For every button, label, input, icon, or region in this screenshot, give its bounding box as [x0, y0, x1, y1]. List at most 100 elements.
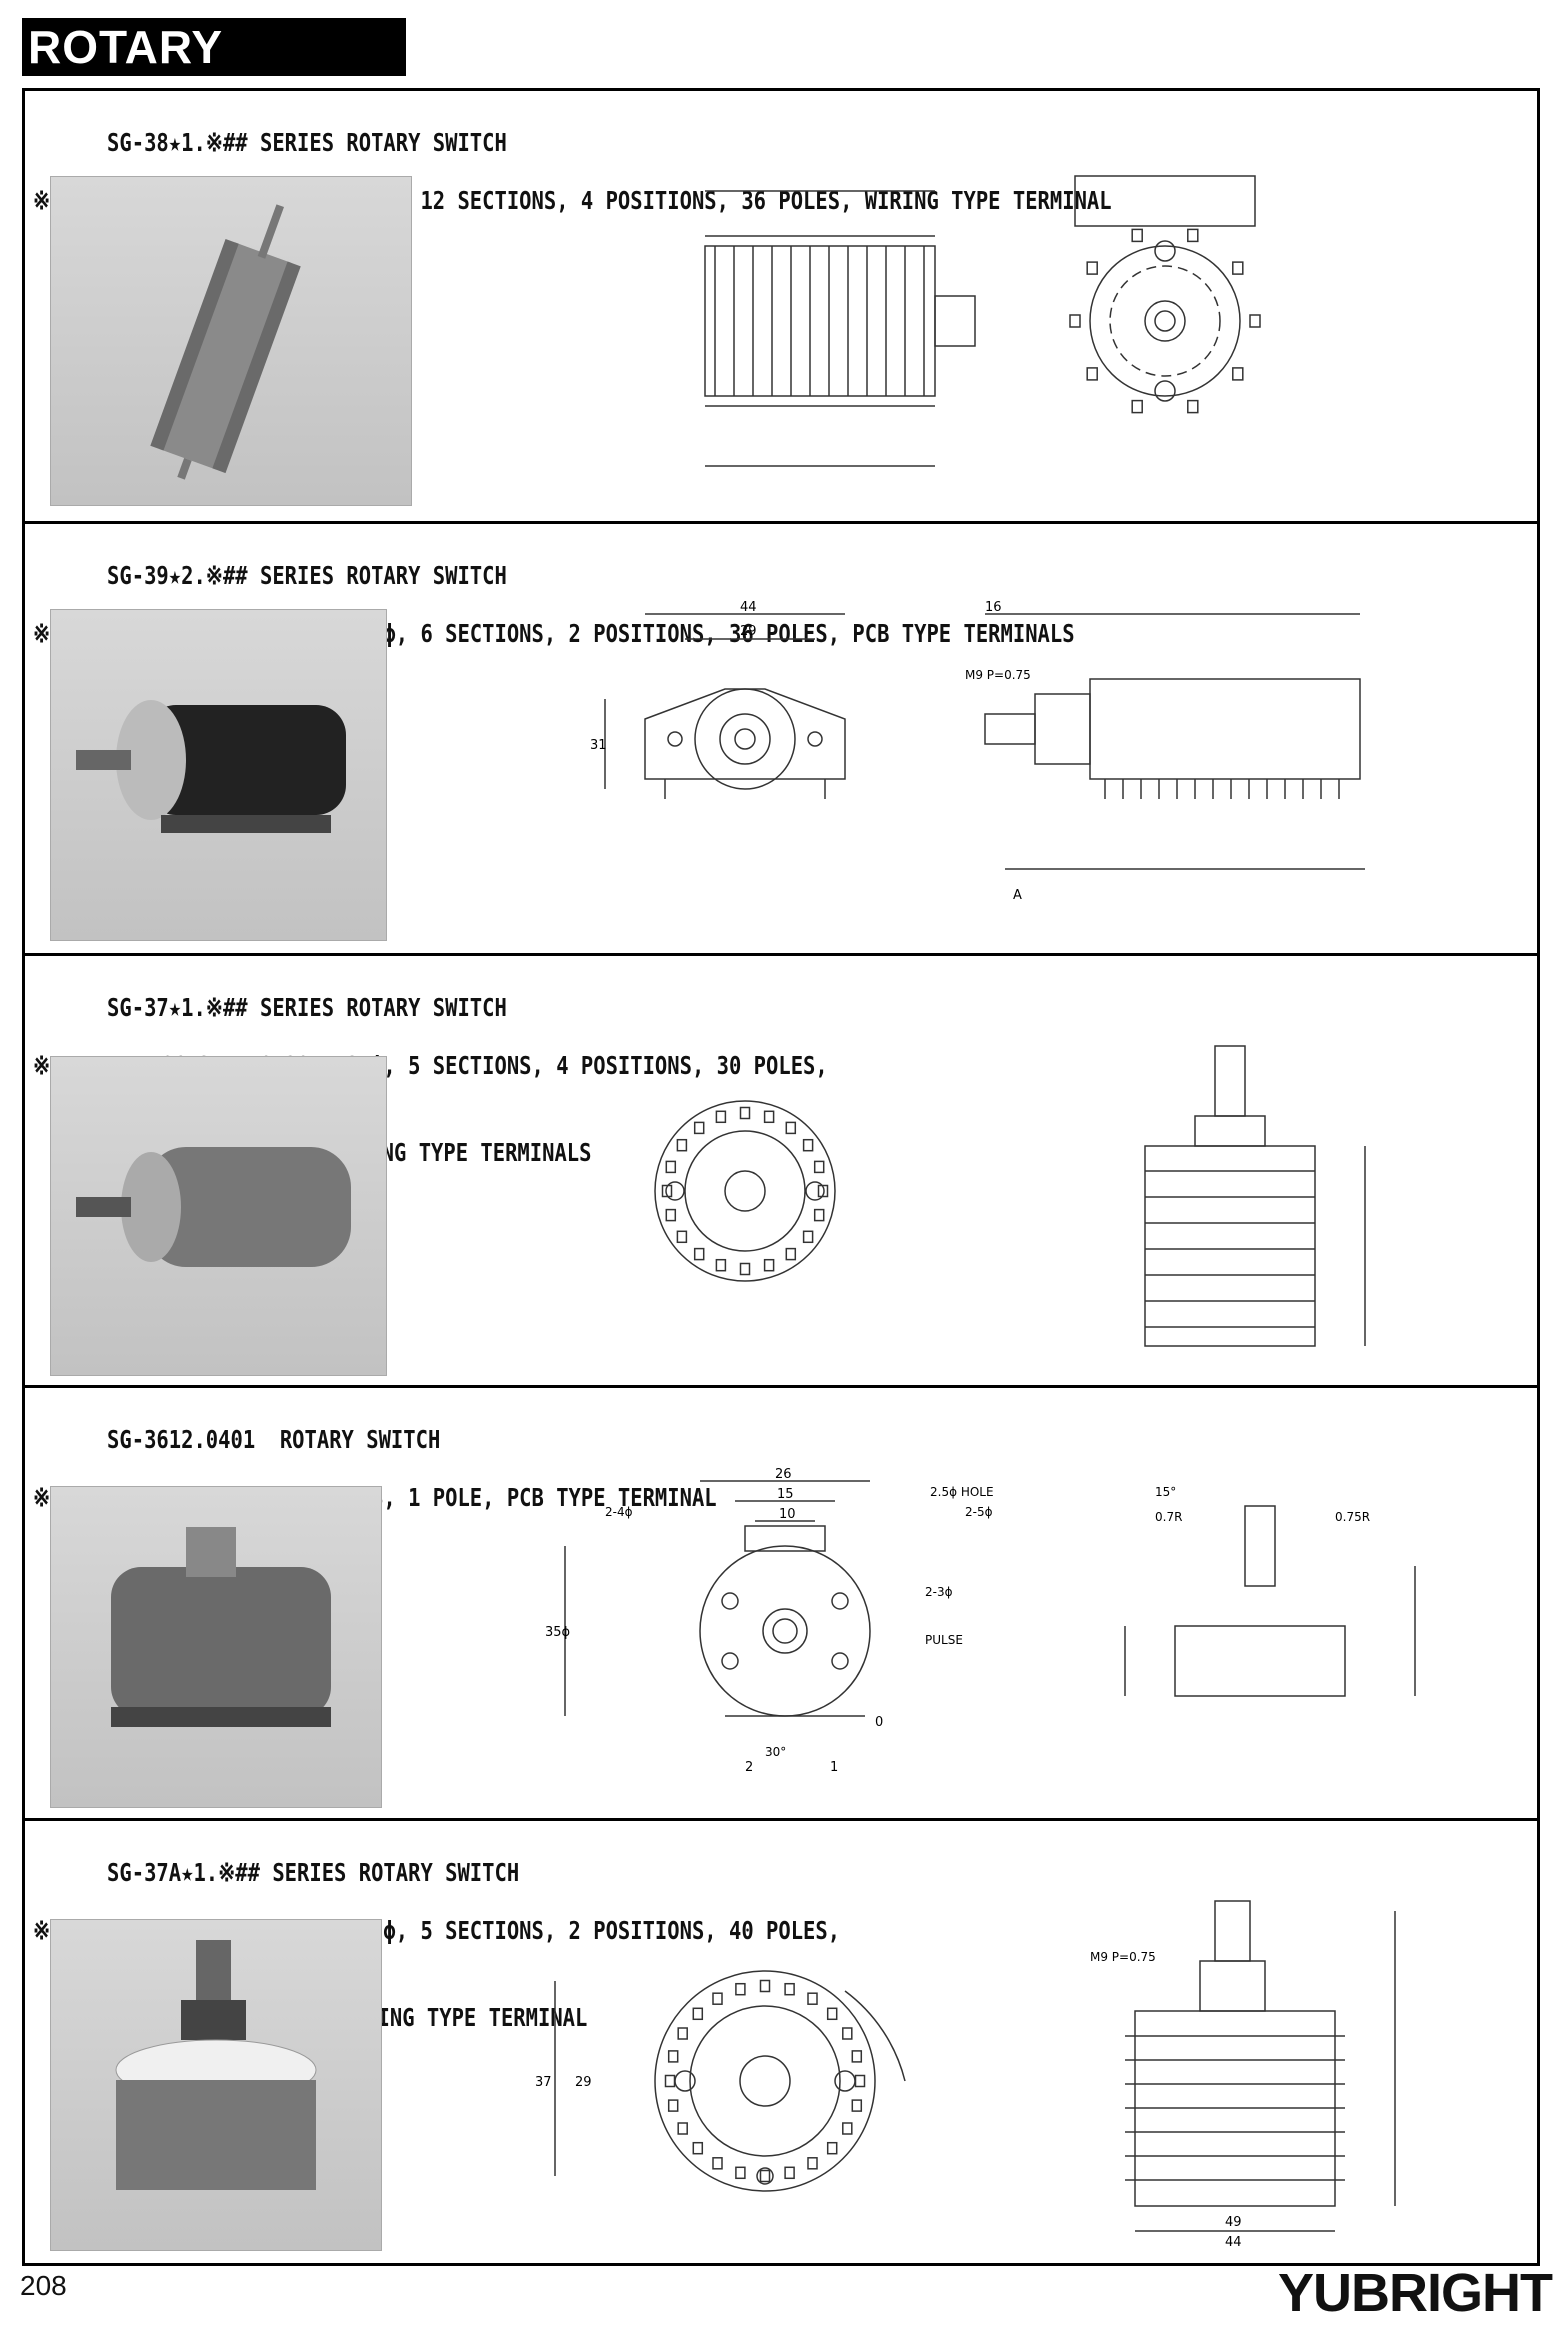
- terminal-tab: [1131, 399, 1143, 414]
- terminal-tab: [759, 2169, 771, 2183]
- dim-width-44: 44: [1225, 2235, 1242, 2250]
- terminal-tab: [667, 2099, 679, 2112]
- terminal-tab: [807, 2157, 818, 2170]
- product-photo: [50, 1056, 387, 1376]
- terminal-tab: [1232, 367, 1244, 381]
- terminal-tab: [1187, 399, 1199, 414]
- terminal-tab: [1086, 261, 1098, 275]
- position-1: 1: [830, 1760, 838, 1775]
- dim-width-15: 15: [777, 1487, 794, 1502]
- terminal-tab: [1069, 314, 1081, 328]
- terminal-tab: [692, 2007, 704, 2021]
- terminal-tab: [1232, 261, 1244, 275]
- terminal-tab: [763, 1258, 775, 1272]
- dim-length-16: 16: [985, 600, 1002, 615]
- terminal-tab: [817, 1184, 829, 1198]
- terminal-tab: [854, 2074, 866, 2088]
- terminal-tab: [785, 1247, 797, 1261]
- section-sg3612: SG-3612.0401 ROTARY SWITCH ※36ϕ, 1 SECTI…: [25, 1388, 1537, 1821]
- terminal-tab: [677, 2122, 688, 2135]
- terminal-tab: [693, 1121, 705, 1135]
- section-sg38: SG-38★1.※## SERIES ROTARY SWITCH ※EXAMPL…: [25, 91, 1537, 524]
- terminal-tab: [842, 2027, 853, 2040]
- terminal-tab: [784, 1982, 795, 1996]
- dim-thread-label: M9 P=0.75: [1090, 1950, 1156, 1964]
- terminal-tab: [693, 1247, 705, 1261]
- front-view-drawing: 44 29 31: [590, 600, 846, 799]
- terminal-tab: [665, 1208, 677, 1222]
- dim-thread-label: M9 P=0.75: [965, 668, 1031, 682]
- terminal-tab: [676, 1138, 688, 1152]
- dim-width-44: 44: [740, 600, 757, 615]
- terminal-tab: [715, 1110, 727, 1124]
- dim-width-49: 49: [1225, 2215, 1242, 2230]
- side-view-drawing: 49 44 M9 P=0.75: [1090, 1900, 1396, 2250]
- terminal-tab: [826, 2141, 838, 2155]
- section-sg37: SG-37★1.※## SERIES ROTARY SWITCH ※EXAMPL…: [25, 956, 1537, 1388]
- product-photo: [50, 176, 412, 506]
- dim-width-10: 10: [779, 1507, 796, 1522]
- switch-photo-image: [111, 1527, 331, 1727]
- terminal-tab: [664, 2074, 676, 2088]
- terminal-tab: [712, 1992, 723, 2005]
- series-title: SG-38★1.※## SERIES ROTARY SWITCH: [107, 128, 507, 157]
- label-2-4-hole: 2-4ϕ: [605, 1505, 633, 1519]
- terminal-tab: [735, 1982, 746, 1996]
- position-0: 0: [875, 1715, 883, 1730]
- dim-height-29: 29: [575, 2075, 592, 2090]
- terminal-tab: [785, 1121, 797, 1135]
- section-sg39: SG-39★2.※## SERIES ROTARY SWITCH ※EXAMPL…: [25, 524, 1537, 956]
- terminal-tab: [784, 2166, 795, 2180]
- dim-dia-35: 35ϕ: [545, 1625, 570, 1640]
- product-photo: [50, 1486, 382, 1808]
- switch-photo-image: [115, 1940, 317, 2190]
- terminal-tab: [842, 2122, 853, 2135]
- terminal-tab: [802, 1138, 814, 1152]
- terminal-tab: [826, 2007, 838, 2021]
- section-sg37a: SG-37A★1.※## SERIES ROTARY SWITCH ※EXAMP…: [25, 1821, 1537, 2263]
- switch-photo-image: [150, 204, 301, 480]
- series-title: SG-39★2.※## SERIES ROTARY SWITCH: [107, 561, 507, 590]
- terminal-tab: [802, 1230, 814, 1244]
- front-view-drawing: 37 29: [535, 1970, 906, 2192]
- series-title: SG-37★1.※## SERIES ROTARY SWITCH: [107, 993, 507, 1022]
- catalog-frame: SG-38★1.※## SERIES ROTARY SWITCH ※EXAMPL…: [22, 88, 1540, 2266]
- terminal-tab: [712, 2157, 723, 2170]
- position-2: 2: [745, 1760, 753, 1775]
- series-title: SG-3612.0401 ROTARY SWITCH: [107, 1425, 441, 1454]
- terminal-tab: [1187, 228, 1199, 243]
- label-2-5-phi: 2-5ϕ: [965, 1505, 993, 1519]
- front-view-drawing: 26 15 10 35ϕ 2-4ϕ 2.5ϕ HOLE 2-5ϕ 2-3ϕ PU…: [545, 1467, 994, 1775]
- terminal-tab: [661, 1184, 673, 1198]
- terminal-tab: [735, 2166, 746, 2180]
- terminal-tab: [692, 2141, 704, 2155]
- brand-logo: YUBRIGHT: [1278, 2263, 1553, 2323]
- terminal-tab: [1131, 228, 1143, 243]
- page-number: 208: [20, 2270, 67, 2301]
- terminal-tab: [851, 2050, 863, 2063]
- terminal-tab: [851, 2099, 863, 2112]
- dim-height-31: 31: [590, 738, 607, 753]
- label-pulse: PULSE: [925, 1633, 963, 1647]
- side-view-drawing: 15° 0.7R 0.75R: [1124, 1485, 1416, 1697]
- side-view-drawing: [1144, 1045, 1366, 1347]
- label-2-5-hole: 2.5ϕ HOLE: [930, 1485, 994, 1499]
- label-30-deg: 30°: [765, 1745, 786, 1759]
- terminal-tab: [1249, 314, 1261, 328]
- switch-photo-image: [76, 1147, 351, 1267]
- terminal-tab: [813, 1160, 825, 1174]
- front-view-drawing: [1069, 175, 1261, 414]
- terminal-tab: [763, 1110, 775, 1124]
- terminal-tab: [739, 1262, 751, 1276]
- terminal-tab: [759, 1979, 771, 1993]
- terminal-tab: [807, 1992, 818, 2005]
- terminal-tab: [739, 1106, 751, 1120]
- page-title: ROTARY SWITCH: [22, 18, 406, 131]
- label-2-3-phi: 2-3ϕ: [925, 1585, 953, 1599]
- side-view-drawing: 16 M9 P=0.75 A: [965, 600, 1365, 903]
- series-title: SG-37A★1.※## SERIES ROTARY SWITCH: [107, 1858, 520, 1887]
- terminal-tab: [677, 2027, 688, 2040]
- section-arrow-a: A: [1013, 888, 1022, 903]
- front-view-drawing: [654, 1100, 836, 1282]
- dim-width-26: 26: [775, 1467, 792, 1482]
